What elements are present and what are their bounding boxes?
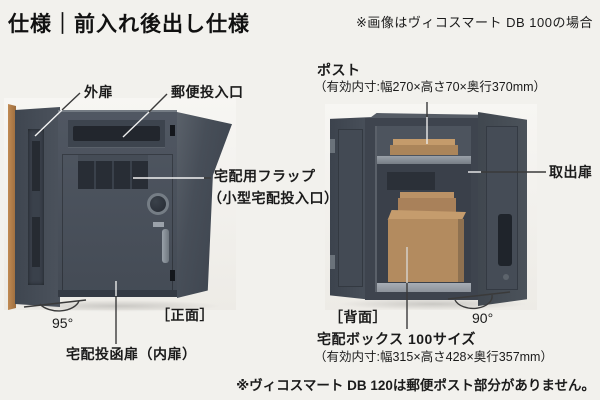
label-post-dims: （有効内寸:幅270×高さ70×奥行370mm） <box>314 80 547 94</box>
parcel-large-top <box>387 210 466 220</box>
footnote: ※ヴィコスマート DB 120は郵便ポスト部分がありません。 <box>236 378 595 393</box>
rear-opening <box>375 126 471 292</box>
label-rear-view-caption: ［背面］ <box>329 309 387 325</box>
dial-lock <box>147 193 169 215</box>
divider-shelf <box>377 156 471 164</box>
outer-door-open <box>15 107 60 307</box>
hinge-bottom <box>330 255 335 269</box>
pickup-door-lock <box>498 214 512 266</box>
latch-top <box>170 125 175 136</box>
label-inner-door: 宅配投函扉（内扉） <box>66 346 197 362</box>
front-box-base <box>58 290 177 297</box>
compartment-vent <box>387 172 435 190</box>
outer-door-wood-edge <box>8 104 16 310</box>
parcel-small-top <box>400 192 454 198</box>
page-title: 仕様｜前入れ後出し仕様 <box>8 13 250 36</box>
label-mail-slot: 郵便投入口 <box>171 84 244 100</box>
label-box-dims: （有効内寸:幅315×高さ428×奥行357mm） <box>314 350 553 364</box>
label-outer-door: 外扉 <box>84 84 113 100</box>
image-model-note: ※画像はヴィコスマート DB 100の場合 <box>356 15 593 30</box>
door-handle <box>162 229 169 263</box>
flap-lip <box>78 155 148 161</box>
front-box-face <box>58 110 177 297</box>
parcel-small-front <box>398 198 456 212</box>
label-flap-line1: 宅配用フラップ <box>214 168 316 184</box>
label-post: ポスト <box>317 62 361 78</box>
pickup-door-open <box>478 112 527 306</box>
compartment-floor <box>377 283 471 292</box>
hinge-top <box>330 139 335 153</box>
label-pickup-door: 取出扉 <box>549 164 593 180</box>
delivery-flap-window <box>78 161 148 189</box>
label-box-size: 宅配ボックス 100サイズ <box>317 331 476 347</box>
outer-door-slot-bottom <box>32 217 40 267</box>
label-flap-line2: （小型宅配投入口） <box>208 190 339 206</box>
label-front-angle: 95° <box>52 315 74 331</box>
post-parcel-front <box>390 145 458 155</box>
post-parcel-top <box>393 139 455 146</box>
pickup-door-keyhole <box>503 274 509 280</box>
outer-door-slot-top <box>32 141 40 191</box>
mail-slot-recess <box>68 120 165 148</box>
label-front-view-caption: ［正面］ <box>156 307 214 323</box>
latch-bottom <box>170 270 175 281</box>
rear-box-top-edge <box>368 113 481 119</box>
rear-box-frame <box>365 118 481 300</box>
parcel-large-front <box>388 219 464 282</box>
keyhole-plate <box>153 222 164 227</box>
mail-slot-opening <box>73 126 160 141</box>
label-rear-angle: 90° <box>472 310 494 326</box>
rear-left-door-panel <box>338 129 363 287</box>
